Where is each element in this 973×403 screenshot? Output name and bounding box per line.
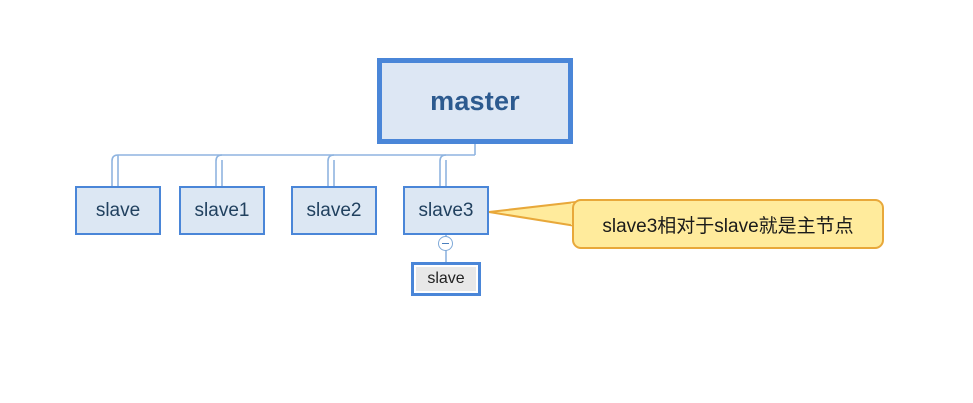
node-slave2-label: slave2 (306, 199, 362, 221)
node-slave-label: slave (95, 199, 141, 221)
node-slave3-child-slave-label: slave (427, 270, 465, 287)
node-slave3-child-slave[interactable]: slave (411, 262, 481, 296)
node-master[interactable]: master (377, 58, 573, 144)
node-master-label: master (430, 85, 520, 116)
node-slave1-label: slave1 (194, 199, 250, 221)
callout-slave3-note: slave3相对于slave就是主节点 (572, 199, 884, 249)
minus-circle-icon[interactable] (438, 236, 453, 251)
callout-text: slave3相对于slave就是主节点 (602, 215, 854, 237)
node-slave3[interactable]: slave3 (403, 186, 489, 235)
node-slave3-label: slave3 (418, 199, 474, 221)
minus-glyph (442, 243, 449, 244)
node-slave1[interactable]: slave1 (179, 186, 265, 235)
node-slave[interactable]: slave (75, 186, 161, 235)
node-slave2[interactable]: slave2 (291, 186, 377, 235)
